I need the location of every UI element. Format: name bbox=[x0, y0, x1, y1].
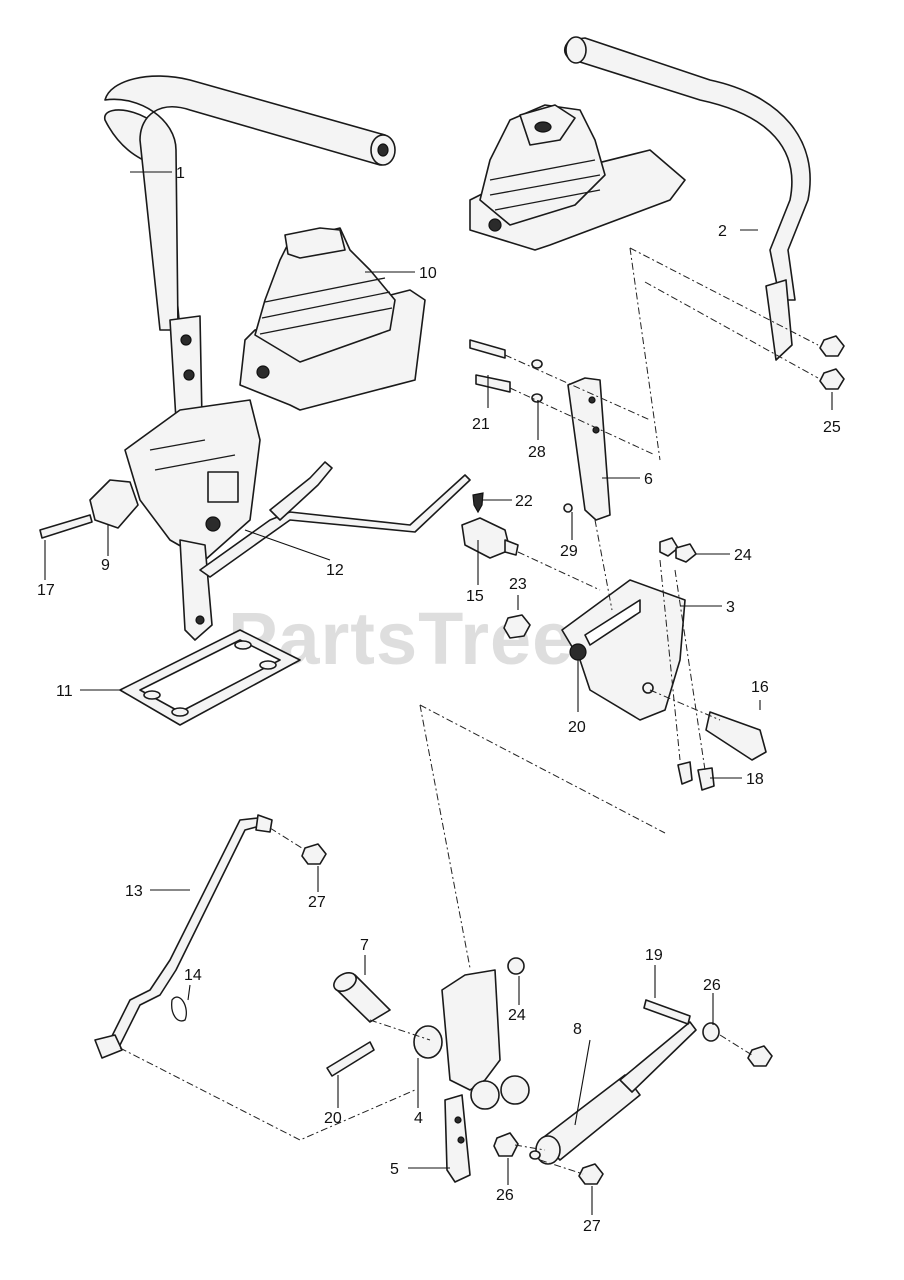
part-11-gasket[interactable] bbox=[119, 629, 301, 726]
part-25-nut-lower[interactable] bbox=[819, 368, 845, 390]
part-9-block[interactable] bbox=[89, 479, 139, 529]
part-15-switch[interactable] bbox=[461, 517, 511, 559]
part-5-lever[interactable] bbox=[441, 969, 530, 1183]
callout-3: 3 bbox=[726, 599, 735, 616]
callout-20-upper: 20 bbox=[568, 719, 586, 736]
part-24-nut-upper-b[interactable] bbox=[675, 543, 697, 563]
callout-26-right: 26 bbox=[703, 977, 721, 994]
part-13-rod[interactable] bbox=[109, 817, 261, 1046]
callout-15: 15 bbox=[466, 588, 484, 605]
part-19-bolt[interactable] bbox=[643, 999, 691, 1025]
part-21-pin-upper[interactable] bbox=[469, 339, 506, 359]
callout-22: 22 bbox=[515, 493, 533, 510]
part-3-bracket[interactable] bbox=[561, 579, 686, 721]
part-6-link[interactable] bbox=[567, 377, 611, 521]
leader-lines bbox=[44, 171, 833, 1215]
part-28-washer-lower[interactable] bbox=[531, 393, 543, 403]
callout-18: 18 bbox=[746, 771, 764, 788]
part-26-nut-lower[interactable] bbox=[493, 1132, 519, 1157]
part-18-screw-a[interactable] bbox=[677, 761, 693, 785]
callout-25: 25 bbox=[823, 419, 841, 436]
callout-1: 1 bbox=[176, 165, 185, 182]
callout-27-upper: 27 bbox=[308, 894, 326, 911]
part-17-bolt[interactable] bbox=[39, 514, 93, 539]
callout-8: 8 bbox=[573, 1021, 582, 1038]
callout-27-lower: 27 bbox=[583, 1218, 601, 1235]
right-boot-assembly[interactable] bbox=[469, 104, 686, 251]
part-8-damper[interactable] bbox=[529, 1021, 697, 1165]
callout-12: 12 bbox=[326, 562, 344, 579]
part-21-pin-lower[interactable] bbox=[475, 374, 511, 393]
part-27-nut-upper[interactable] bbox=[301, 843, 327, 865]
part-29-clip[interactable] bbox=[563, 503, 573, 513]
callout-6: 6 bbox=[644, 471, 653, 488]
callout-14: 14 bbox=[184, 967, 202, 984]
callout-21: 21 bbox=[472, 416, 490, 433]
callout-20-lower: 20 bbox=[324, 1110, 342, 1127]
callout-10: 10 bbox=[419, 265, 437, 282]
callout-26-lower: 26 bbox=[496, 1187, 514, 1204]
callout-9: 9 bbox=[101, 557, 110, 574]
callout-13: 13 bbox=[125, 883, 143, 900]
part-12-ball-joint[interactable] bbox=[269, 461, 333, 521]
part-22-screw[interactable] bbox=[472, 492, 484, 514]
part-2-right-handle[interactable] bbox=[564, 36, 811, 361]
part-10-boot[interactable] bbox=[239, 227, 426, 411]
part-4-bushing[interactable] bbox=[413, 1025, 443, 1059]
part-25-nut-upper[interactable] bbox=[819, 335, 845, 357]
part-23-nut[interactable] bbox=[503, 614, 531, 639]
part-18-screw-b[interactable] bbox=[697, 767, 715, 791]
callout-5: 5 bbox=[390, 1161, 399, 1178]
callout-4: 4 bbox=[414, 1110, 423, 1127]
part-1-left-handle[interactable] bbox=[104, 75, 396, 421]
left-control-assembly[interactable] bbox=[124, 399, 261, 641]
part-24-washer-lower[interactable] bbox=[507, 957, 525, 975]
part-28-washer-upper[interactable] bbox=[531, 359, 543, 369]
callout-7: 7 bbox=[360, 937, 369, 954]
callout-23: 23 bbox=[509, 576, 527, 593]
part-14-clip[interactable] bbox=[171, 996, 187, 1022]
part-26-nut-right[interactable] bbox=[702, 1022, 720, 1042]
callout-16: 16 bbox=[751, 679, 769, 696]
part-nut-far-right[interactable] bbox=[747, 1045, 773, 1067]
callout-24-lower: 24 bbox=[508, 1007, 526, 1024]
callout-17: 17 bbox=[37, 582, 55, 599]
part-27-nut-lower[interactable] bbox=[578, 1163, 604, 1185]
callout-28: 28 bbox=[528, 444, 546, 461]
part-24-nut-upper-a[interactable] bbox=[659, 537, 679, 557]
callout-11: 11 bbox=[56, 683, 73, 700]
part-16-bolt[interactable] bbox=[705, 711, 767, 761]
assembly-lines bbox=[119, 247, 819, 1175]
part-20-bolt-lower[interactable] bbox=[326, 1041, 375, 1077]
callout-29: 29 bbox=[560, 543, 578, 560]
callout-2: 2 bbox=[718, 223, 727, 240]
callout-24-upper: 24 bbox=[734, 547, 752, 564]
callout-labels: 1 2 3 4 5 6 7 8 9 10 11 12 13 14 15 16 1… bbox=[37, 165, 841, 1235]
callout-19: 19 bbox=[645, 947, 663, 964]
